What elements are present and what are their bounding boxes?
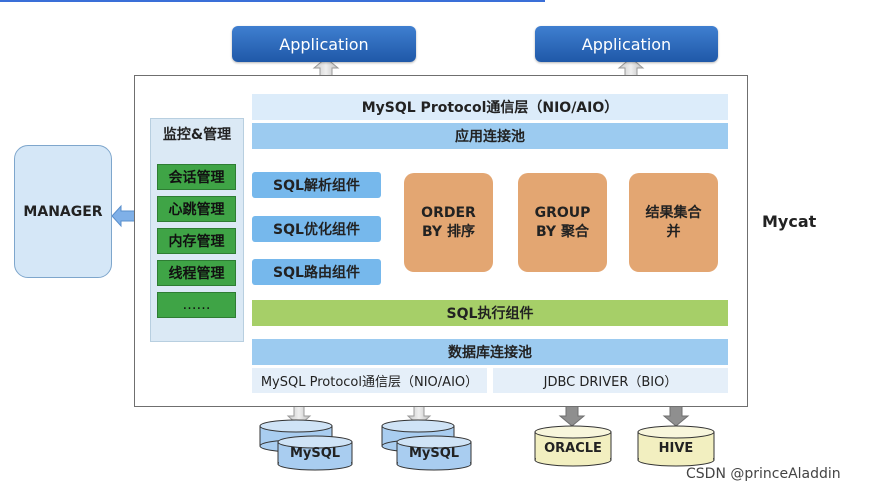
monitor-item-memory: 内存管理 — [157, 228, 236, 254]
processor-line1: 结果集合 — [645, 204, 702, 221]
processor-line1: ORDER — [421, 204, 476, 221]
monitor-item-label: 心跳管理 — [168, 202, 225, 218]
watermark: CSDN @princeAladdin — [686, 466, 841, 482]
group-by-processor: GROUP BY 聚合 — [518, 173, 607, 272]
monitor-item-session: 会话管理 — [157, 164, 236, 190]
oracle-db-label: ORACLE — [544, 441, 602, 456]
jdbc-driver-layer: JDBC DRIVER（BIO） — [493, 368, 728, 393]
sql-parse-component: SQL解析组件 — [252, 172, 381, 198]
sql-component-label: SQL路由组件 — [273, 265, 360, 281]
mysql-cylinder-1 — [259, 419, 353, 471]
processor-line2: 并 — [666, 223, 681, 240]
application-box-left: Application — [232, 26, 416, 62]
processor-line2: BY 聚合 — [536, 223, 589, 240]
result-merge-processor: 结果集合 并 — [629, 173, 718, 272]
jdbc-driver-label: JDBC DRIVER（BIO） — [543, 375, 678, 390]
bottom-protocol-label: MySQL Protocol通信层（NIO/AIO） — [260, 375, 479, 390]
application-box-right: Application — [535, 26, 718, 62]
monitor-title: 监控&管理 — [162, 127, 232, 143]
db-pool-label: 数据库连接池 — [448, 345, 532, 361]
oracle-cylinder — [534, 425, 612, 467]
sql-route-component: SQL路由组件 — [252, 259, 381, 285]
application-label: Application — [279, 34, 369, 54]
order-by-processor: ORDER BY 排序 — [404, 173, 493, 272]
monitor-item-label: 内存管理 — [168, 234, 225, 250]
monitor-item-label: 会话管理 — [168, 170, 225, 186]
top-protocol-label: MySQL Protocol通信层（NIO/AIO） — [361, 100, 619, 116]
monitor-item-label: …… — [182, 297, 211, 313]
sql-exec-label: SQL执行组件 — [446, 306, 534, 322]
mysql-db-label-2: MySQL — [408, 446, 460, 461]
db-connection-pool: 数据库连接池 — [252, 339, 728, 365]
hive-db-label: HIVE — [658, 441, 694, 456]
sql-component-label: SQL解析组件 — [273, 178, 360, 194]
mysql-cylinder-2 — [381, 419, 472, 471]
monitor-item-label: 线程管理 — [168, 266, 225, 282]
app-connection-pool: 应用连接池 — [252, 123, 728, 149]
manager-box: MANAGER — [14, 145, 112, 278]
monitor-item-more: …… — [157, 292, 236, 318]
mysql-db-label-1: MySQL — [289, 446, 341, 461]
processor-line1: GROUP — [534, 204, 591, 221]
manager-label: MANAGER — [23, 203, 103, 220]
sql-optimize-component: SQL优化组件 — [252, 216, 381, 242]
top-accent-line — [0, 0, 545, 2]
top-protocol-layer: MySQL Protocol通信层（NIO/AIO） — [252, 94, 728, 120]
monitor-item-thread: 线程管理 — [157, 260, 236, 286]
monitor-item-heartbeat: 心跳管理 — [157, 196, 236, 222]
sql-exec-component: SQL执行组件 — [252, 300, 728, 326]
sql-component-label: SQL优化组件 — [273, 222, 360, 238]
mycat-label: Mycat — [762, 212, 817, 231]
application-label: Application — [581, 34, 672, 54]
bottom-protocol-layer: MySQL Protocol通信层（NIO/AIO） — [252, 368, 487, 393]
hive-cylinder — [637, 425, 715, 467]
processor-line2: BY 排序 — [422, 223, 475, 240]
app-pool-label: 应用连接池 — [455, 129, 525, 145]
